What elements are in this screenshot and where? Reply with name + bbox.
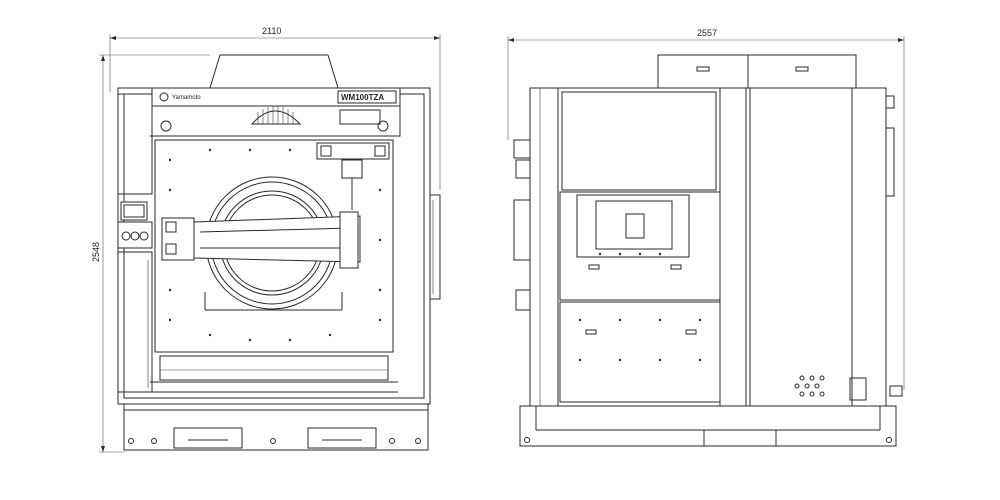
control-panel	[117, 221, 153, 249]
top-box-right	[747, 54, 857, 90]
drain-valve	[849, 377, 867, 401]
front-base-frame	[123, 403, 429, 451]
pipe-fitting-top	[513, 139, 531, 159]
side-view: 2557	[507, 28, 905, 447]
rear-fitting-mid	[885, 127, 895, 197]
brand-label: Yamamoto	[172, 95, 201, 101]
control-display	[120, 201, 148, 221]
fan-grille	[257, 106, 294, 124]
height-label: 2548	[91, 242, 101, 262]
fan-housing	[250, 110, 302, 125]
inspection-hatch	[595, 200, 673, 250]
front-width-label: 2110	[262, 26, 281, 36]
lower-drain-trough	[159, 355, 389, 381]
control-knob-left	[121, 231, 131, 241]
front-view: 2110 2548 Yamamoto WM100TZA	[91, 26, 441, 453]
left-column-upper	[117, 93, 153, 195]
pipe-fitting-mid	[513, 199, 531, 261]
side-middle-panel	[559, 191, 721, 301]
side-depth-label: 2557	[697, 28, 717, 38]
side-cabinet	[529, 87, 887, 407]
vent-holes	[794, 375, 825, 397]
side-base-frame	[519, 405, 897, 447]
control-knob-right	[139, 231, 149, 241]
pipe-fitting-low	[515, 289, 531, 311]
left-column-lower	[117, 251, 153, 393]
front-width-dimension: 2110	[109, 26, 441, 190]
side-panel-rivets	[578, 318, 702, 362]
door-hinge-arm	[161, 211, 361, 269]
height-dimension: 2548	[91, 54, 210, 453]
control-knob-center	[130, 231, 140, 241]
model-label: WM100TZA	[341, 93, 384, 102]
panel-rivets	[168, 148, 382, 342]
side-depth-dimension: 2557	[507, 28, 905, 390]
side-access-door	[429, 194, 441, 300]
top-box-left	[657, 54, 749, 90]
top-hood	[209, 54, 339, 89]
side-upper-panel	[561, 91, 717, 191]
side-lower-panel	[559, 301, 721, 403]
rear-fitting-upper	[885, 95, 895, 109]
logo-badge	[159, 92, 169, 102]
